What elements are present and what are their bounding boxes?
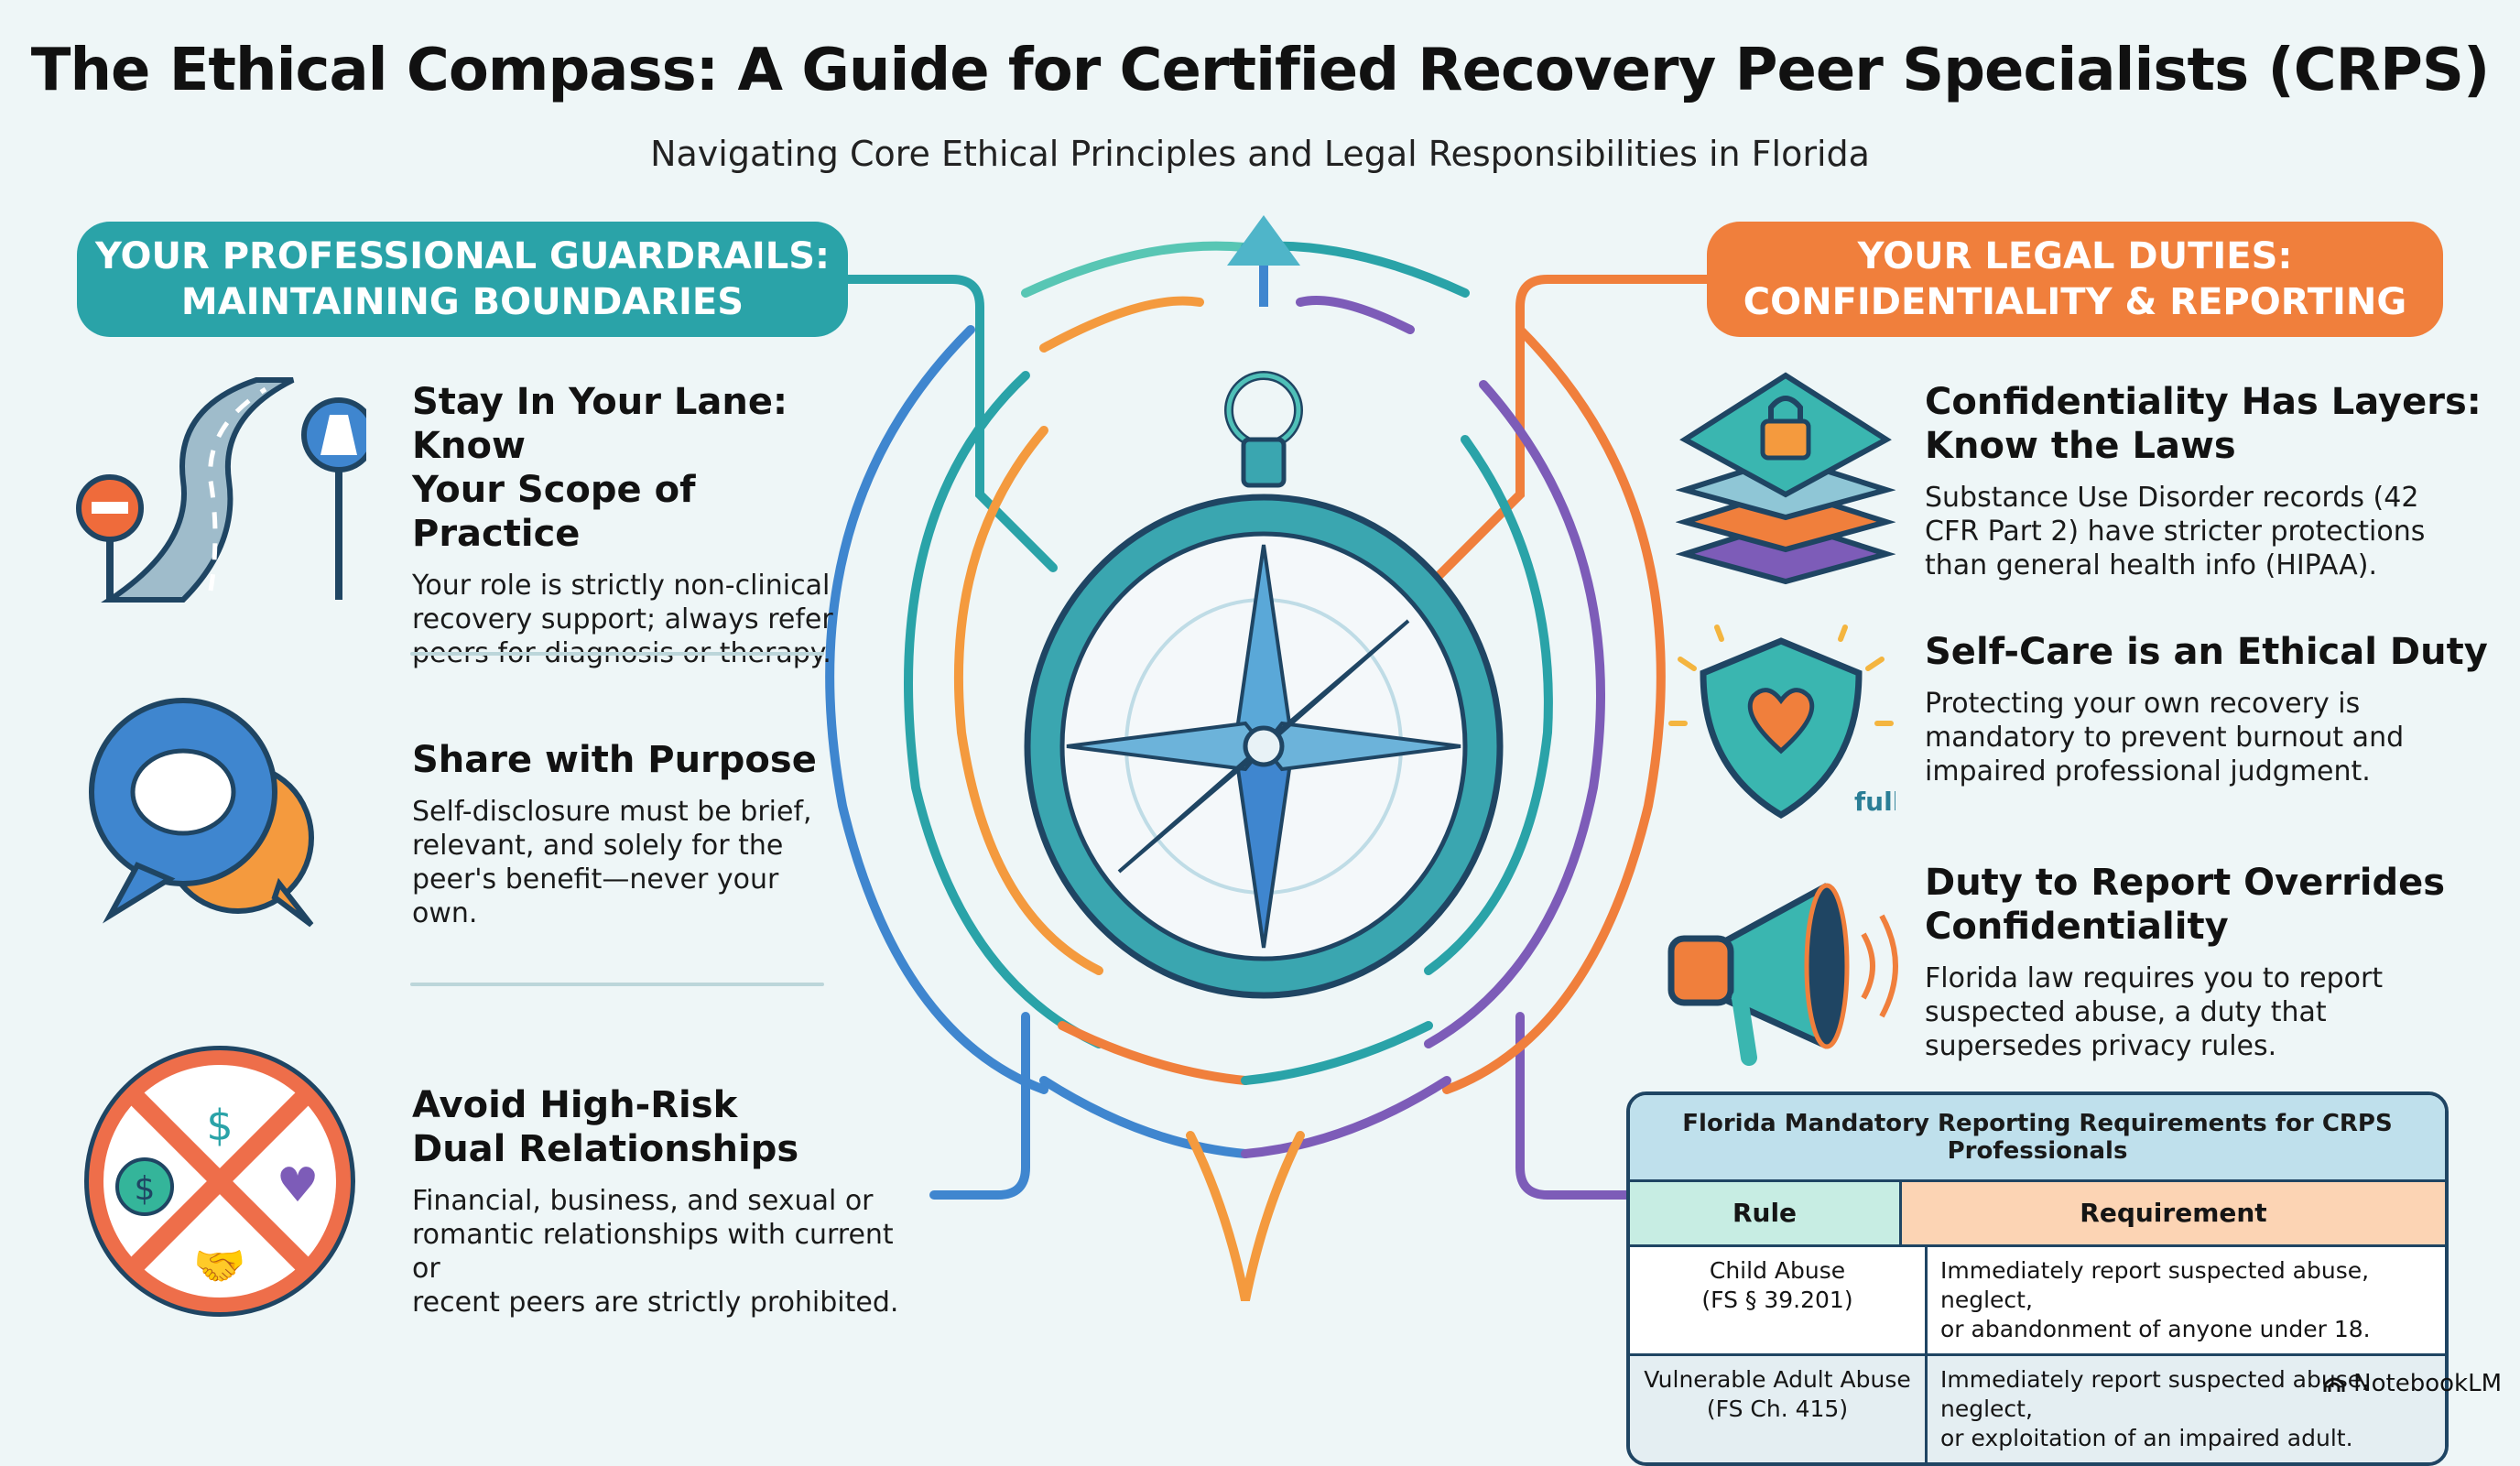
maze-arc [1241,1076,1451,1158]
compass-icon [1024,371,1504,999]
money-bag-icon: $ [206,1101,233,1150]
handshake-icon: 🤝 [193,1241,245,1290]
megaphone-icon [1667,883,1898,1066]
rule-cell: Child Abuse(FS § 39.201) [1630,1247,1928,1353]
list-item: Confidentiality Has Layers:Know the Laws… [1925,380,2493,582]
maze-arc [904,371,1103,1048]
list-item: Self-Care is an Ethical Duty Protecting … [1925,630,2493,788]
section-heading-legal-duties: YOUR LEGAL DUTIES: CONFIDENTIALITY & REP… [1707,222,2443,337]
rule-cell: Vulnerable Adult Abuse(FS Ch. 415) [1630,1356,1928,1462]
shield-heart-icon: full [1668,624,1895,820]
divider [410,652,824,656]
maze-arc [1039,296,1204,353]
list-item: Share with Purpose Self-disclosure must … [412,738,852,930]
page-title: The Ethical Compass: A Guide for Certifi… [30,37,2490,104]
heading-line: CONFIDENTIALITY & REPORTING [1743,281,2407,323]
north-arrow-icon [1227,215,1300,307]
bottom-right-connector-line [1515,1012,1631,1200]
layered-locks-icon [1676,372,1895,585]
notebooklm-logo-icon [2323,1377,2345,1392]
speech-bubbles-icon [89,698,314,928]
maze-arc [825,325,1048,1094]
maze-arc [953,426,1103,975]
section-heading-boundaries: YOUR PROFESSIONAL GUARDRAILS: MAINTAININ… [77,222,848,337]
bottom-left-connector-line [929,1012,1030,1200]
maze-arc [1424,380,1605,1048]
prohibited-relationships-icon: $ $ ♥ 🤝 [84,1046,355,1317]
item-title: Confidentiality Has Layers:Know the Laws [1925,381,2482,467]
lock-icon [1760,418,1811,461]
divider [410,983,824,986]
broken-heart-icon: ♥ [277,1158,320,1213]
maze-arc [1039,1076,1250,1158]
column-header-rule: Rule [1630,1182,1902,1244]
left-connector-line [843,275,1058,572]
right-connector-line [1424,275,1711,591]
svg-text:$: $ [135,1170,156,1208]
maze-arc [1241,1021,1433,1085]
maze-arc [1186,1131,1305,1301]
coin-icon [115,1157,174,1216]
maze-arc [1296,296,1415,334]
item-body: Self-disclosure must be brief,relevant, … [412,796,812,929]
heading-line: MAINTAINING BOUNDARIES [180,281,744,323]
maze-arc [1424,435,1553,975]
item-title: Self-Care is an Ethical Duty [1925,631,2488,673]
maze-arc [1442,325,1666,1094]
winding-road-icon [76,377,366,603]
maze-arc [1058,1021,1250,1085]
column-header-requirement: Requirement [1902,1182,2445,1244]
heading-line: YOUR LEGAL DUTIES: [1857,235,2293,277]
heading-line: YOUR PROFESSIONAL GUARDRAILS: [94,235,831,277]
page-subtitle: Navigating Core Ethical Principles and L… [650,134,1870,174]
maze-arc [1021,241,1250,298]
table-caption: Florida Mandatory Reporting Requirements… [1630,1095,2445,1182]
table-row: Child Abuse(FS § 39.201) Immediately rep… [1630,1244,2445,1353]
compass-graphic [825,215,1711,1301]
item-title: Share with Purpose [412,739,817,781]
brand-label: NotebookLM [2353,1370,2502,1397]
requirement-cell: Immediately report suspected abuse, negl… [1940,1257,2371,1342]
brand-watermark: NotebookLM [2322,1370,2502,1397]
icon-label: full [1854,787,1895,817]
table-header-row: Rule Requirement [1630,1182,2445,1244]
reporting-requirements-table: Florida Mandatory Reporting Requirements… [1626,1091,2449,1466]
